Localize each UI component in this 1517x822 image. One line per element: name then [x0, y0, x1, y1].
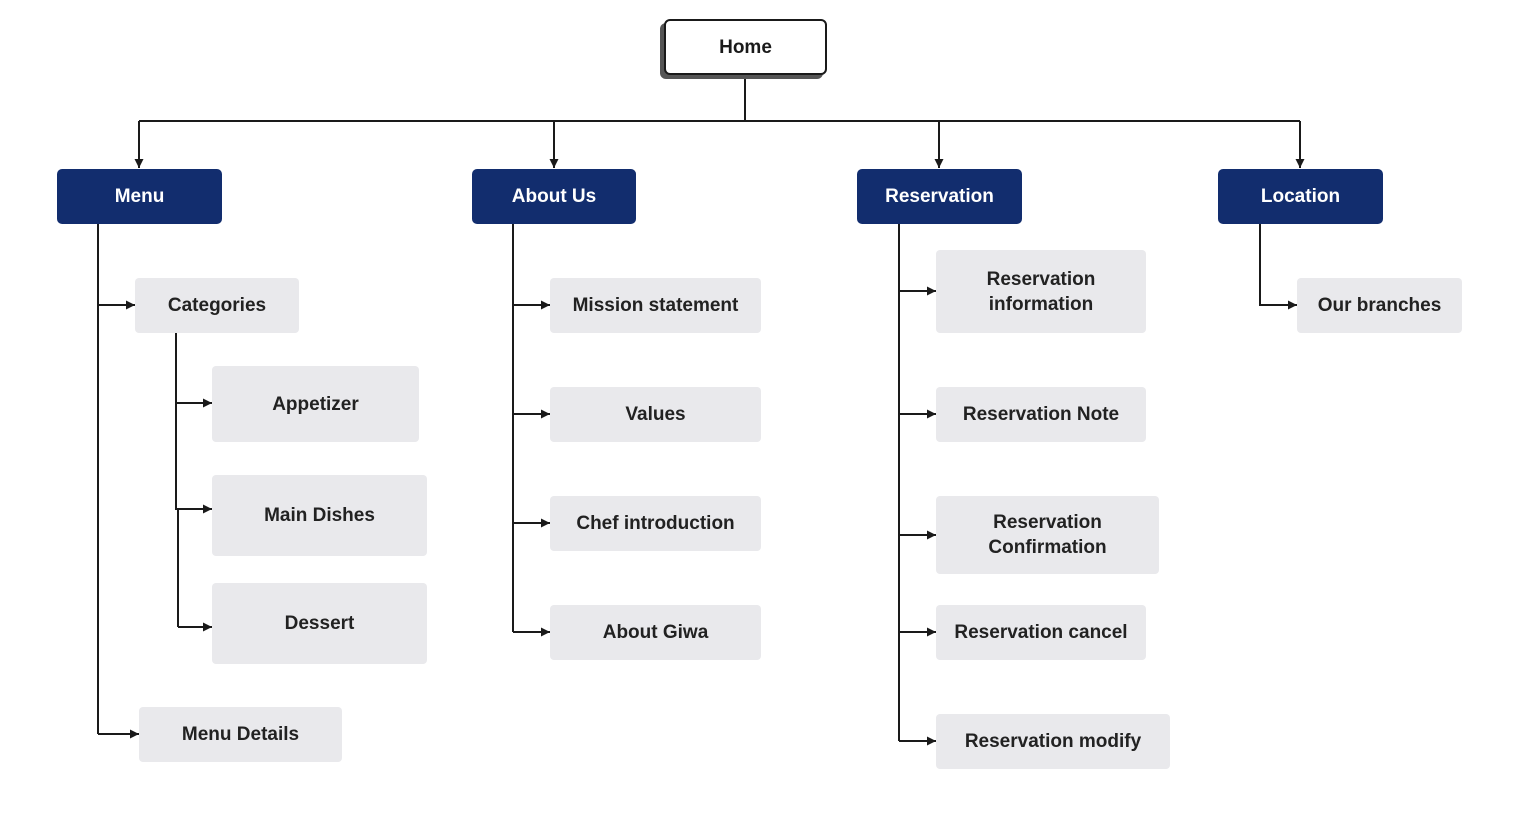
node-chef-introduction: Chef introduction: [550, 496, 761, 551]
node-reservation-confirmation: Reservation Confirmation: [936, 496, 1159, 574]
node-values: Values: [550, 387, 761, 442]
node-our-branches: Our branches: [1297, 278, 1462, 333]
node-categories: Categories: [135, 278, 299, 333]
node-reservation-note: Reservation Note: [936, 387, 1146, 442]
connector-location-trunk: [1259, 224, 1297, 310]
node-location: Location: [1218, 169, 1383, 224]
node-menu: Menu: [57, 169, 222, 224]
node-reservation-information: Reservation information: [936, 250, 1146, 333]
node-reservation: Reservation: [857, 169, 1022, 224]
node-appetizer: Appetizer: [212, 366, 419, 442]
node-about-giwa: About Giwa: [550, 605, 761, 660]
node-home: Home: [664, 19, 827, 75]
node-dessert: Dessert: [212, 583, 427, 664]
node-reservation-modify: Reservation modify: [936, 714, 1170, 769]
node-menu-details: Menu Details: [139, 707, 342, 762]
node-mission-statement: Mission statement: [550, 278, 761, 333]
node-reservation-cancel: Reservation cancel: [936, 605, 1146, 660]
node-about-us: About Us: [472, 169, 636, 224]
node-main-dishes: Main Dishes: [212, 475, 427, 556]
